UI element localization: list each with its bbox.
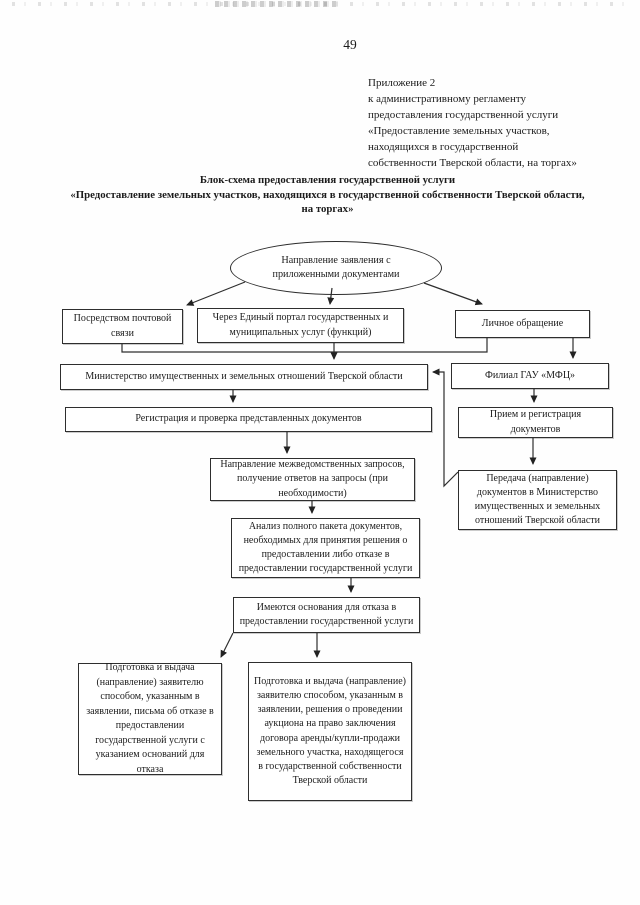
appendix-note: Приложение 2 к административному регламе… [368,75,614,171]
appendix-line: собственности Тверской области, на торга… [368,157,577,169]
flow-node-interagency: Направление межведомственных запросов, п… [210,458,415,501]
flow-node-reception: Прием и регистрация документов [458,407,613,438]
flow-node-transfer: Передача (направление) документов в Мини… [458,470,617,530]
connector-start-to-mail [186,281,246,306]
flow-node-auction: Подготовка и выдача (направление) заявит… [248,662,412,801]
appendix-line: Приложение 2 [368,77,436,89]
document-title-line1: Блок-схема предоставления государственно… [199,174,456,186]
flow-node-mail: Посредством почтовой связи [62,309,183,344]
scan-artifact-strip [12,2,626,6]
flow-node-analysis: Анализ полного пакета документов, необхо… [231,518,420,578]
connector-transfer-to-ministry [432,368,459,488]
connector-start-to-personal [423,282,483,306]
connector-grounds-to-refusal [220,632,234,658]
appendix-line: находящихся в государственной [368,141,519,153]
flow-node-registration: Регистрация и проверка представленных до… [65,407,432,432]
document-title: Блок-схема предоставления государственно… [70,173,585,217]
scan-artifact-cluster [215,1,340,7]
flow-node-start: Направление заявления с приложенными док… [230,241,442,295]
flow-node-refusal: Подготовка и выдача (направление) заявит… [78,662,222,775]
flow-node-personal: Личное обращение [455,310,590,338]
appendix-line: к административному регламенту [368,93,526,105]
document-title-line2: «Предоставление земельных участков, нахо… [70,188,585,216]
page-number: 49 [343,37,357,52]
flow-node-mfc: Филиал ГАУ «МФЦ» [451,363,609,389]
flow-node-grounds: Имеются основания для отказа в предостав… [233,597,420,633]
flow-node-portal: Через Единый портал государственных и му… [197,308,404,343]
appendix-line: «Предоставление земельных участков, [368,125,550,137]
appendix-line: предоставления государственной услуги [368,109,559,121]
flow-node-ministry: Министерство имущественных и земельных о… [60,364,428,390]
